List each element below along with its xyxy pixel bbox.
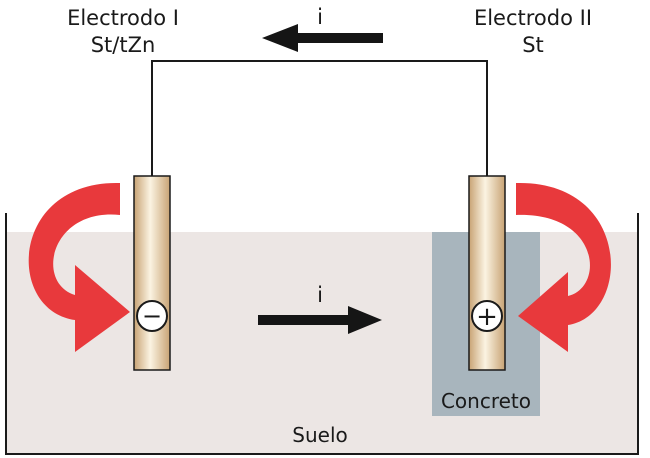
soil-area: [6, 232, 638, 454]
positive-sign-circle: [471, 300, 503, 332]
electrode-2: [468, 175, 506, 371]
container-walls: [5, 213, 639, 455]
electrode-2-name: Electrodo II: [473, 6, 593, 30]
curved-arrow-left: [28, 182, 130, 352]
electrode-2-material: St: [522, 33, 544, 57]
concrete-label: Concreto: [440, 389, 532, 413]
soil-label: Suelo: [292, 423, 348, 447]
current-arrow-top: [262, 24, 383, 52]
electrode-1-name: Electrodo I: [67, 6, 179, 30]
connecting-wire: [151, 60, 488, 176]
electrode-1-material: St/tZn: [90, 33, 156, 57]
negative-sign-circle: [136, 300, 168, 332]
current-label-top: i: [317, 5, 323, 29]
curved-arrow-right: [516, 182, 611, 352]
negative-sign: −: [142, 302, 162, 330]
positive-sign: +: [476, 302, 498, 332]
current-arrow-soil: [258, 306, 382, 334]
electrode-1: [133, 175, 171, 371]
current-label-soil: i: [317, 283, 323, 307]
